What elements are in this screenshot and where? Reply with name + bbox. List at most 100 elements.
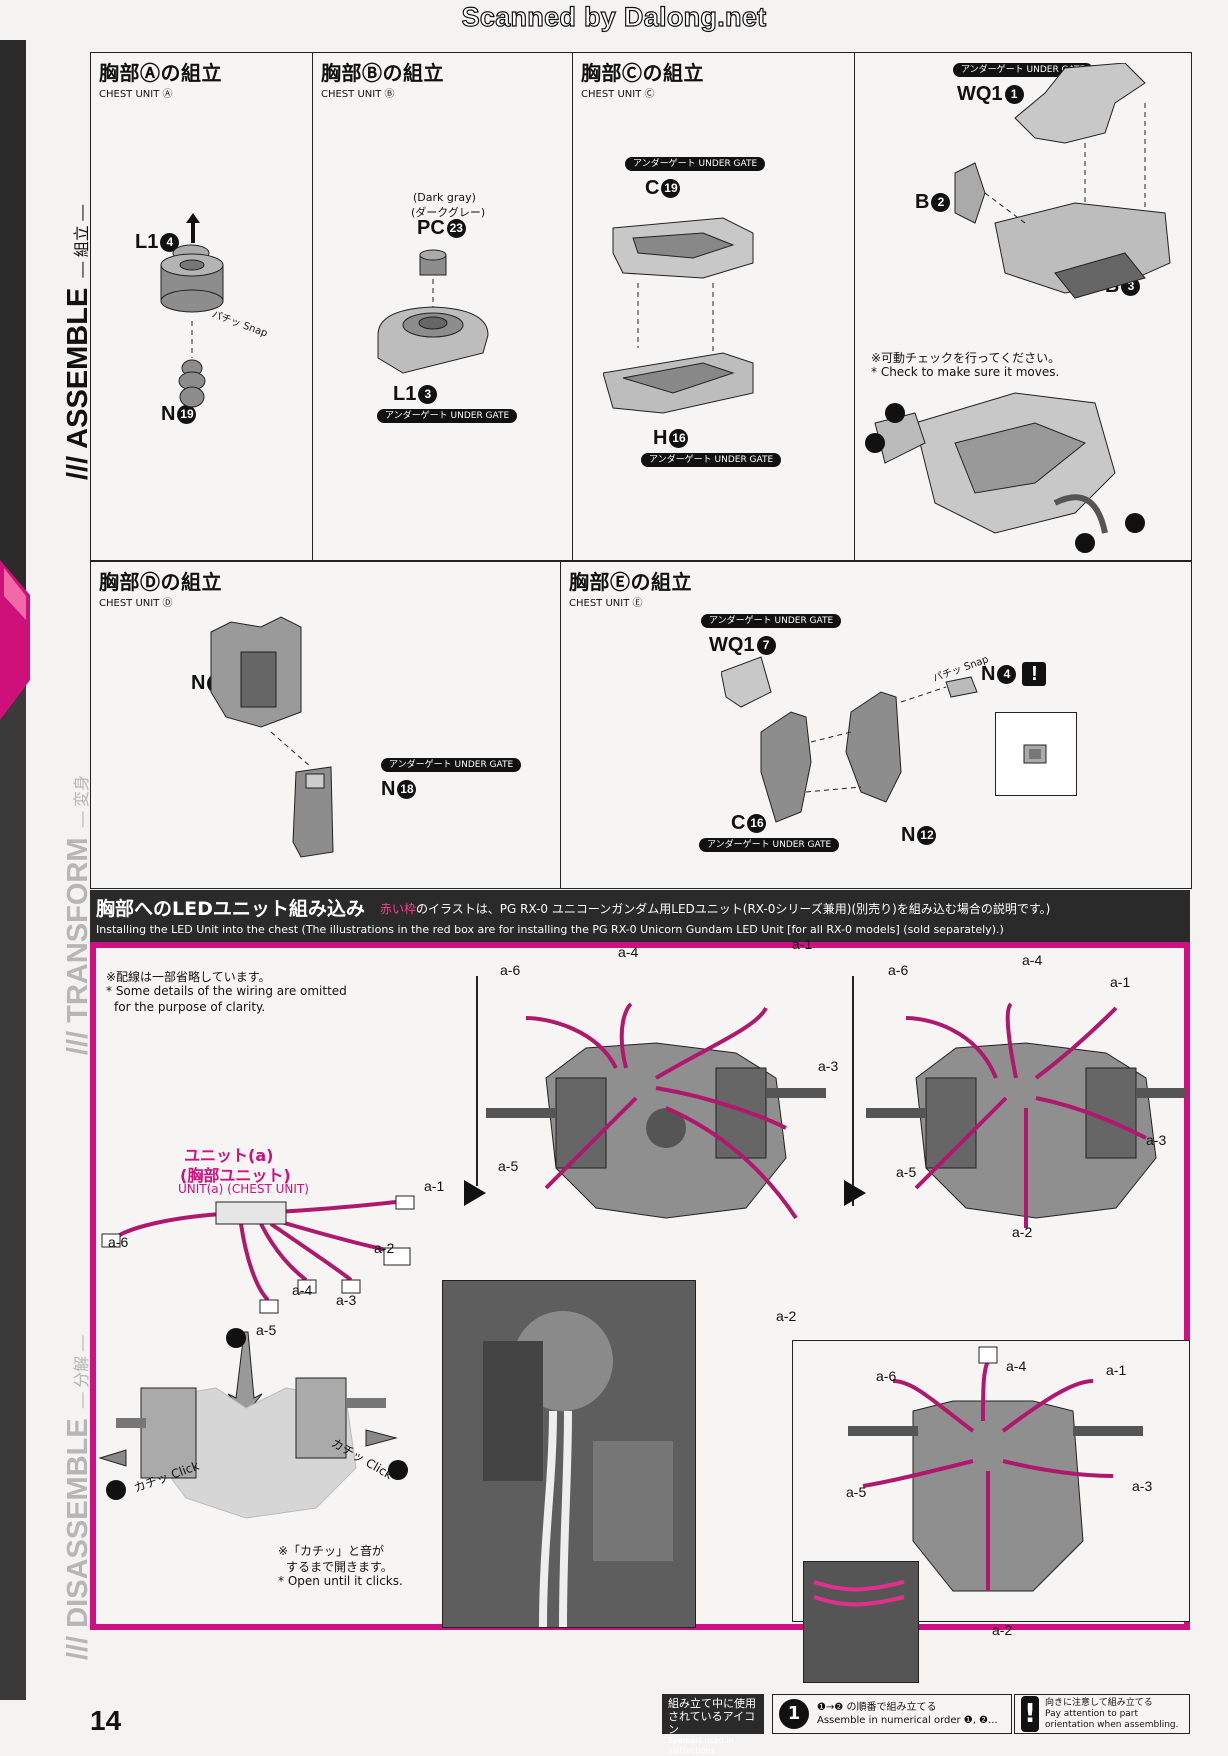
unit-label-jp2: (胸部ユニット) bbox=[180, 1166, 291, 1185]
divider bbox=[852, 976, 854, 1206]
panel-subtitle: CHEST UNIT Ⓓ bbox=[99, 598, 173, 609]
sidebar-disassemble-jp: — 分解 — bbox=[74, 1335, 91, 1409]
color-note-jp: (ダークグレー) bbox=[411, 206, 486, 219]
panel-chest-b: 胸部Ⓑの組立 CHEST UNIT Ⓑ (Dark gray) (ダークグレー)… bbox=[312, 52, 574, 561]
legend-order-jp: ❶→❷ の順番で組み立てる bbox=[817, 1702, 937, 1713]
under-gate-badge: アンダーゲート UNDER GATE bbox=[701, 614, 842, 628]
wire-label-a2: a-2 bbox=[776, 1308, 797, 1324]
panel-title: 胸部Ⓔの組立 bbox=[569, 570, 692, 594]
panel-title: 胸部Ⓒの組立 bbox=[581, 61, 704, 85]
wiring-note-en2: for the purpose of clarity. bbox=[114, 1000, 266, 1014]
check-note-jp: ※可動チェックを行ってください。 bbox=[871, 351, 1061, 365]
legend-order-en: Assemble in numerical order ❶, ❷... bbox=[817, 1715, 998, 1726]
part-illustration-l1-n19 bbox=[160, 213, 224, 408]
attention-icon: ! bbox=[1022, 662, 1047, 686]
led-note-text: のイラストは、PG RX-0 ユニコーンガンダム用LEDユニット(RX-0シリー… bbox=[416, 902, 1051, 916]
panel-subtitle: CHEST UNIT Ⓔ bbox=[569, 598, 643, 609]
wire-label-a3: a-3 bbox=[818, 1058, 839, 1074]
wire-label-a4: a-4 bbox=[1022, 952, 1043, 968]
wiring-note-en: * Some details of the wiring are omitted bbox=[106, 984, 347, 998]
chest-wiring-step-a bbox=[486, 1002, 826, 1220]
step-arrow-icon bbox=[844, 1180, 866, 1206]
panel-title: 胸部Ⓑの組立 bbox=[321, 61, 444, 85]
divider bbox=[476, 976, 478, 1186]
sidebar-chevron-icon bbox=[0, 560, 30, 720]
under-gate-badge: アンダーゲート UNDER GATE bbox=[953, 63, 1094, 77]
led-unit-diagram bbox=[101, 1195, 415, 1314]
part-illustration-pc-l1 bbox=[377, 249, 489, 374]
wire-label-a3: a-3 bbox=[1146, 1132, 1167, 1148]
page-number: 14 bbox=[90, 1705, 122, 1736]
color-note-en: (Dark gray) bbox=[413, 191, 476, 204]
unit-label-jp1: ユニット(a) bbox=[184, 1146, 274, 1165]
wire-label-a3: a-3 bbox=[1132, 1478, 1153, 1494]
wire-label-a6: a-6 bbox=[888, 962, 909, 978]
sidebar-transform-jp: — 変身 bbox=[74, 775, 91, 828]
wire-label-a5: a-5 bbox=[256, 1322, 277, 1338]
sidebar-assemble-jp: — 組立 — bbox=[74, 204, 91, 278]
wire-label-a4: a-4 bbox=[618, 944, 639, 960]
panel-subtitle: CHEST UNIT Ⓐ bbox=[99, 89, 173, 100]
led-section-subtitle: Installing the LED Unit into the chest (… bbox=[96, 923, 1004, 936]
panel-chest-c: 胸部Ⓒの組立 CHEST UNIT Ⓒ アンダーゲート UNDER GATE C… bbox=[572, 52, 856, 561]
wire-label-a1: a-1 bbox=[1110, 974, 1131, 990]
sidebar-tab-assemble bbox=[0, 40, 26, 660]
under-gate-badge: アンダーゲート UNDER GATE bbox=[641, 453, 782, 467]
led-note-red: 赤い枠 bbox=[380, 902, 417, 916]
wire-label-a5: a-5 bbox=[498, 1158, 519, 1174]
wiring-detail-inset bbox=[803, 1561, 919, 1683]
under-gate-badge: アンダーゲート UNDER GATE bbox=[625, 157, 766, 171]
legend-title: 組み立て中に使用されているアイコン Symbols used in instru… bbox=[662, 1694, 764, 1755]
panel-chest-e: 胸部Ⓔの組立 CHEST UNIT Ⓔ アンダーゲート UNDER GATE W… bbox=[560, 561, 1192, 889]
wire-label-a3: a-3 bbox=[336, 1292, 357, 1308]
wiring-note-jp: ※配線は一部省略しています。 bbox=[106, 970, 271, 984]
wire-label-a2: a-2 bbox=[1012, 1224, 1033, 1240]
unit-label-en: UNIT(a) (CHEST UNIT) bbox=[178, 1182, 309, 1196]
legend-attention: ! 向きに注意して組み立てる Pay attention to part ori… bbox=[1014, 1694, 1190, 1734]
legend-attention-en: Pay attention to part orientation when a… bbox=[1045, 1708, 1179, 1730]
movement-check-illustration bbox=[865, 392, 1145, 553]
part-illustration-frame bbox=[954, 63, 1171, 299]
wire-label-a1: a-1 bbox=[424, 1178, 445, 1194]
under-gate-badge: アンダーゲート UNDER GATE bbox=[381, 758, 522, 772]
wire-label-a2: a-2 bbox=[992, 1622, 1013, 1638]
open-note-en: * Open until it clicks. bbox=[278, 1574, 403, 1588]
panel-chest-d: 胸部Ⓓの組立 CHEST UNIT Ⓓ N20 アンダーゲート UNDER GA… bbox=[90, 561, 562, 889]
legend-title-en: Symbols used in instructions bbox=[668, 1736, 734, 1755]
check-note-en: * Check to make sure it moves. bbox=[871, 365, 1060, 379]
legend-title-jp: 組み立て中に使用されているアイコン bbox=[668, 1697, 756, 1736]
part-illustration-c-h bbox=[603, 217, 754, 414]
panel-subtitle: CHEST UNIT Ⓒ bbox=[581, 89, 655, 100]
wire-label-a6: a-6 bbox=[108, 1234, 129, 1250]
step-number-icon: 1 bbox=[779, 1699, 809, 1729]
open-note-jp2: するまで開きます。 bbox=[286, 1560, 393, 1574]
wire-label-a6: a-6 bbox=[500, 962, 521, 978]
wire-label-a5: a-5 bbox=[896, 1164, 917, 1180]
led-section-note: 赤い枠のイラストは、PG RX-0 ユニコーンガンダム用LEDユニット(RX-0… bbox=[380, 900, 1050, 917]
open-note-jp1: ※「カチッ」と音が bbox=[278, 1544, 385, 1558]
under-gate-badge: アンダーゲート UNDER GATE bbox=[377, 409, 518, 423]
legend-attention-jp: 向きに注意して組み立てる bbox=[1045, 1697, 1153, 1708]
led-section-header: 胸部へのLEDユニット組み込み 赤い枠のイラストは、PG RX-0 ユニコーンガ… bbox=[90, 890, 1190, 942]
sidebar-tab-rest bbox=[0, 660, 26, 1700]
wiring-detail-illustration bbox=[848, 1346, 1143, 1592]
wire-label-a6: a-6 bbox=[876, 1368, 897, 1384]
detail-inset-n4 bbox=[995, 712, 1077, 796]
panel-subtitle: CHEST UNIT Ⓑ bbox=[321, 89, 395, 100]
chest-wiring-step-b bbox=[866, 1002, 1186, 1228]
photo-inset bbox=[442, 1280, 696, 1628]
panel-title: 胸部Ⓓの組立 bbox=[99, 570, 222, 594]
wire-label-a1: a-1 bbox=[1106, 1362, 1127, 1378]
part-illustration-e bbox=[721, 656, 978, 823]
wire-label-a4: a-4 bbox=[1006, 1358, 1027, 1374]
